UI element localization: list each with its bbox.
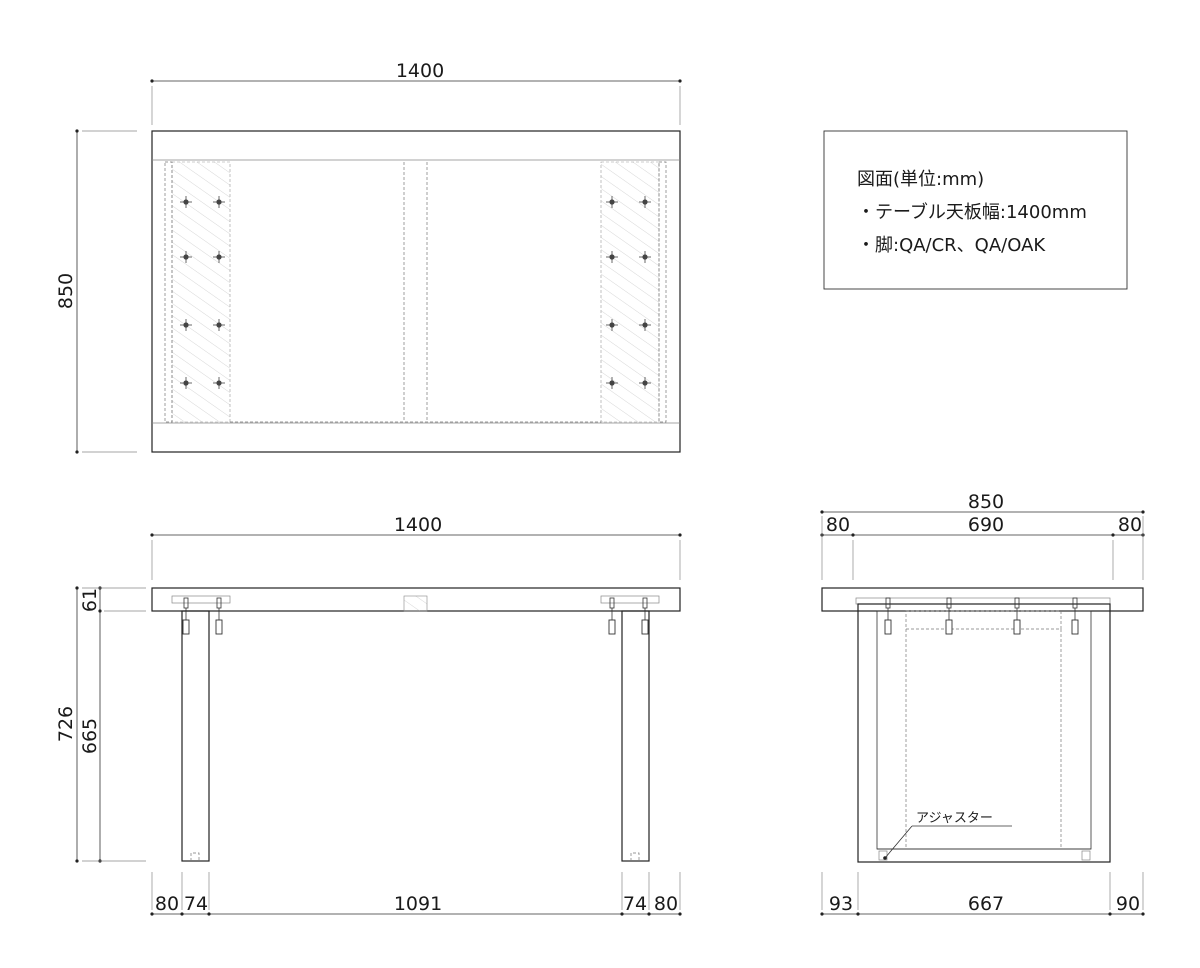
side-bottom-middle: 667 <box>968 893 1004 915</box>
right-adjuster <box>1081 850 1091 861</box>
front-view-height-dimensions: 61 726 665 <box>55 586 146 863</box>
front-span: 1091 <box>394 893 442 915</box>
side-top-left: 80 <box>826 514 850 536</box>
front-left-leg-width: 80 <box>155 893 179 915</box>
center-joint <box>403 595 428 612</box>
front-view-width-dimension: 1400 <box>150 514 682 580</box>
front-left-leg <box>181 610 210 862</box>
front-right-gap: 74 <box>623 893 647 915</box>
notes-line-legs: ・脚:QA/CR、QA/OAK <box>857 235 1046 256</box>
side-depth-label: 850 <box>968 491 1004 513</box>
adjuster-label: アジャスター <box>916 811 993 826</box>
top-view-depth-label: 850 <box>55 273 77 309</box>
front-view: 1400 61 726 665 <box>55 514 682 916</box>
side-leg-frame <box>857 603 1111 863</box>
notes-line-tabletop-width: ・テーブル天板幅:1400mm <box>857 201 1087 223</box>
front-bottom-dimension-chain: 80 74 1091 74 80 <box>150 872 682 916</box>
front-right-leg-width: 80 <box>654 893 678 915</box>
top-thickness-label: 61 <box>79 588 101 612</box>
top-view: 1400 850 <box>55 60 682 454</box>
side-top-right: 80 <box>1118 514 1142 536</box>
notes-box: 図面(単位:mm) ・テーブル天板幅:1400mm ・脚:QA/CR、QA/OA… <box>823 130 1128 290</box>
notes-title: 図面(単位:mm) <box>857 169 984 190</box>
leg-height-label: 665 <box>79 718 101 754</box>
side-bottom-dimension-chain: 93 667 90 <box>820 872 1145 916</box>
side-depth-dimension: 850 <box>820 491 1145 514</box>
top-view-width-dimension: 1400 <box>150 60 682 125</box>
side-bottom-left: 93 <box>829 893 853 915</box>
side-view: 850 80 690 80 <box>820 491 1145 916</box>
side-bottom-right: 90 <box>1116 893 1140 915</box>
table-top-outline <box>151 130 681 453</box>
total-height-label: 726 <box>55 706 77 742</box>
top-view-depth-dimension: 850 <box>55 129 137 454</box>
top-view-width-label: 1400 <box>396 60 444 82</box>
front-right-leg <box>621 610 650 862</box>
front-view-width-label: 1400 <box>394 514 442 536</box>
side-top-middle: 690 <box>968 514 1004 536</box>
side-tabletop <box>821 587 1144 612</box>
front-left-gap: 74 <box>184 893 208 915</box>
adjuster-callout: アジャスター <box>883 811 1012 860</box>
side-top-dimension-chain: 80 690 80 <box>820 514 1145 580</box>
right-leg-frame-hidden <box>600 161 660 423</box>
